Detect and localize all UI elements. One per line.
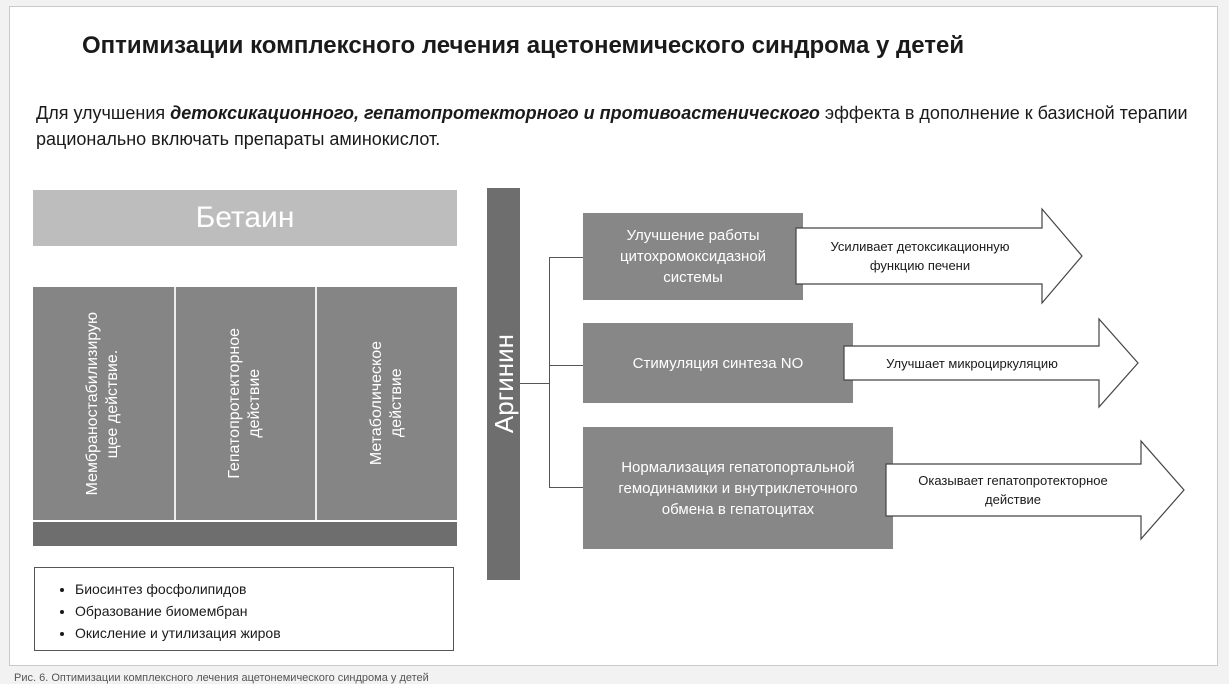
arginine-effect-box-1: Улучшение работы цитохромоксидазной сист… bbox=[583, 213, 803, 300]
betaine-bullet-list: Биосинтез фосфолипидов Образование биоме… bbox=[34, 567, 454, 651]
connector-horizontal bbox=[520, 383, 550, 384]
arginine-effect-box-2: Стимуляция синтеза NO bbox=[583, 323, 853, 403]
arrow-label: Усиливает детоксикационную функцию печен… bbox=[830, 239, 1010, 273]
intro-paragraph: Для улучшения детоксикационного, гепатоп… bbox=[36, 100, 1196, 152]
slide-title: Оптимизации комплексного лечения ацетоне… bbox=[82, 32, 965, 59]
arrow-right-icon bbox=[795, 207, 1083, 305]
figure-caption: Рис. 6. Оптимизации комплексного лечения… bbox=[14, 672, 429, 684]
betaine-column-hepatoprotective: Гепатопротекторное действие bbox=[175, 287, 315, 520]
connector-branch-2 bbox=[549, 365, 583, 366]
intro-suffix: эффекта в дополнение к базисной терапии … bbox=[36, 103, 1188, 149]
betaine-header: Бетаин bbox=[33, 190, 457, 246]
arginine-effect-box-3: Нормализация гепатопортальной гемодинами… bbox=[583, 427, 893, 549]
betaine-column-label: Гепатопротекторное действие bbox=[226, 328, 263, 479]
intro-emphasis: детоксикационного, гепатопротекторного и… bbox=[170, 103, 820, 123]
list-item: Окисление и утилизация жиров bbox=[75, 622, 453, 644]
connector-vertical bbox=[549, 257, 550, 487]
betaine-column-label: Метаболическое действие bbox=[368, 341, 405, 466]
betaine-effects-block bbox=[33, 287, 457, 520]
column-divider bbox=[315, 287, 317, 520]
arginine-label: Аргинин bbox=[488, 334, 519, 434]
arrow-1: Усиливает детоксикационную функцию печен… bbox=[795, 207, 1083, 305]
arrow-label: Оказывает гепатопротекторное действие bbox=[918, 473, 1108, 507]
arrow-right-icon bbox=[843, 317, 1139, 409]
arrow-right-icon bbox=[885, 439, 1185, 541]
arrow-3: Оказывает гепатопротекторное действие bbox=[885, 439, 1185, 541]
connector-branch-1 bbox=[549, 257, 583, 258]
column-divider bbox=[174, 287, 176, 520]
arginine-bar: Аргинин bbox=[487, 188, 520, 580]
list-item: Биосинтез фосфолипидов bbox=[75, 578, 453, 600]
list-item: Образование биомембран bbox=[75, 600, 453, 622]
betaine-bottom-bar bbox=[33, 522, 457, 546]
connector-branch-3 bbox=[549, 487, 583, 488]
arrow-2: Улучшает микроциркуляцию bbox=[843, 317, 1139, 409]
betaine-column-label: Мембраностабилизирую щее действие. bbox=[84, 311, 121, 496]
intro-prefix: Для улучшения bbox=[36, 103, 171, 123]
betaine-column-metabolic: Метаболическое действие bbox=[317, 287, 457, 520]
arrow-label: Улучшает микроциркуляцию bbox=[886, 355, 1058, 371]
betaine-column-membrane: Мембраностабилизирую щее действие. bbox=[33, 287, 173, 520]
